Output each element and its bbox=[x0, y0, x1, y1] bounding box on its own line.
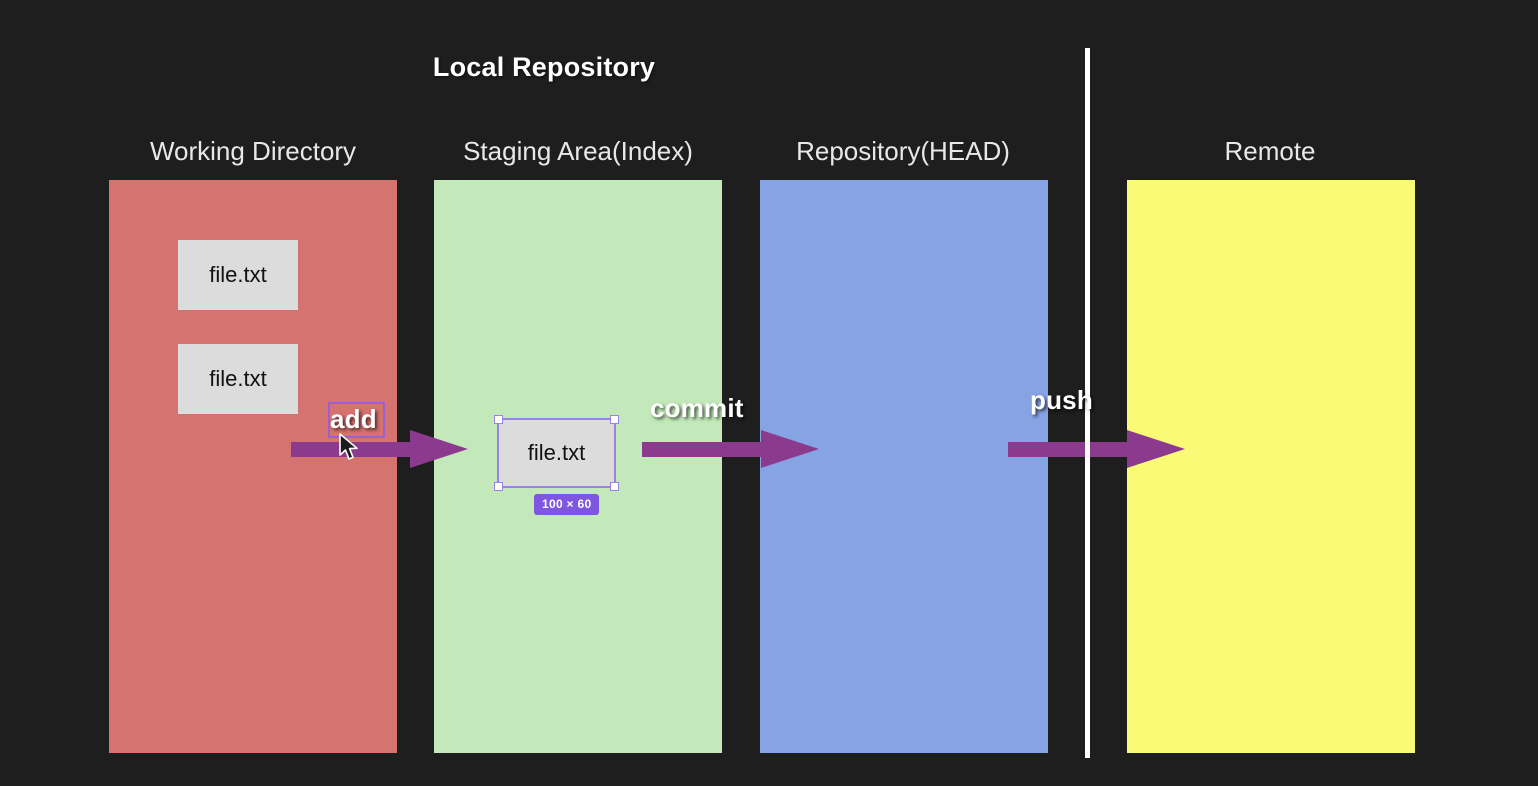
column-label-staging-area: Staging Area(Index) bbox=[463, 136, 693, 166]
column-label-remote: Remote bbox=[1224, 136, 1316, 166]
arrow-label-commit[interactable]: commit bbox=[650, 393, 744, 423]
size-badge: 100 × 60 bbox=[534, 494, 600, 515]
arrow-add-shaft bbox=[291, 442, 413, 457]
arrow-commit bbox=[642, 430, 822, 468]
arrow-commit-head bbox=[761, 430, 819, 468]
arrow-push-shaft bbox=[1008, 442, 1130, 457]
arrow-label-push[interactable]: push bbox=[1030, 385, 1093, 415]
file-box-working-1[interactable]: file.txt bbox=[178, 240, 298, 310]
page-title: Local Repository bbox=[432, 52, 656, 82]
file-box-working-2[interactable]: file.txt bbox=[178, 344, 298, 414]
column-label-repository-head: Repository(HEAD) bbox=[796, 136, 1010, 166]
mouse-pointer-icon bbox=[339, 433, 358, 460]
arrow-push-head bbox=[1127, 430, 1185, 468]
arrow-add bbox=[291, 430, 471, 468]
arrow-push bbox=[1008, 430, 1188, 468]
column-label-working-directory: Working Directory bbox=[149, 136, 357, 166]
arrow-label-add[interactable]: add bbox=[330, 404, 377, 434]
arrow-add-head bbox=[410, 430, 468, 468]
arrow-commit-shaft bbox=[642, 442, 764, 457]
local-remote-divider bbox=[1085, 48, 1090, 758]
file-box-staged[interactable]: file.txt bbox=[497, 418, 616, 488]
